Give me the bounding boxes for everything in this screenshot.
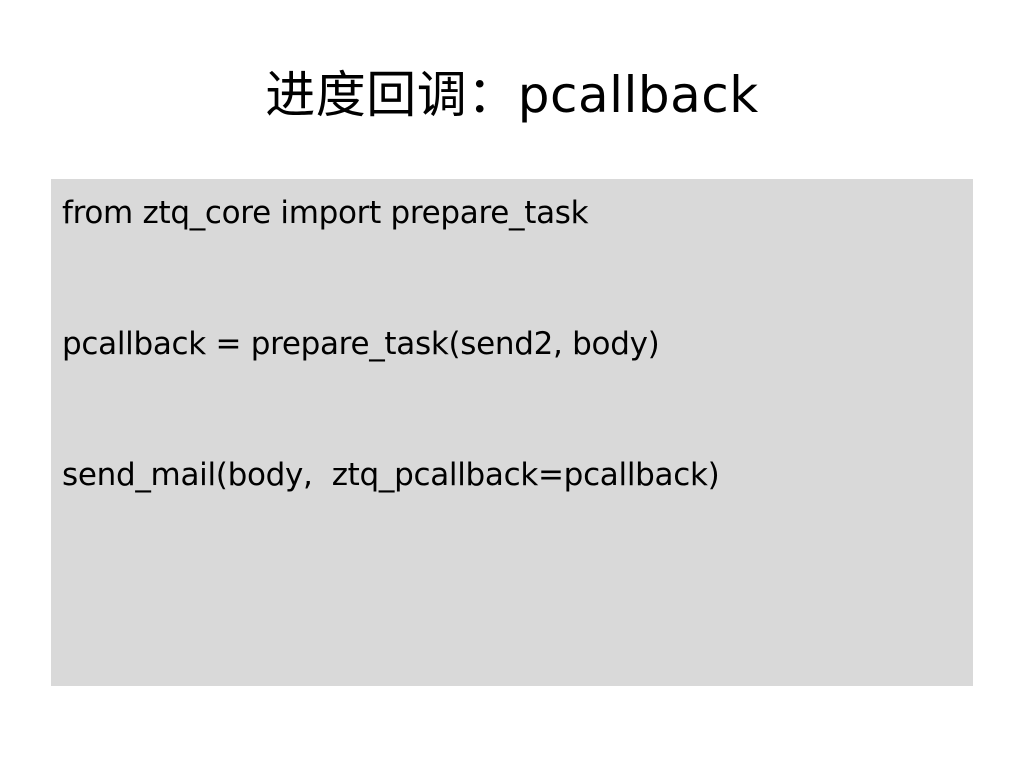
slide-title-latin: pcallback [517,66,759,124]
code-line-send-mail: send_mail(body, ztq_pcallback=pcallback) [62,457,720,493]
slide-title: 进度回调：pcallback [0,58,1024,132]
slide-title-cjk: 进度回调： [265,66,518,124]
code-line-import: from ztq_core import prepare_task [62,195,589,231]
code-line-prepare-task: pcallback = prepare_task(send2, body) [62,326,660,362]
code-content-box: from ztq_core import prepare_task pcallb… [51,179,973,686]
